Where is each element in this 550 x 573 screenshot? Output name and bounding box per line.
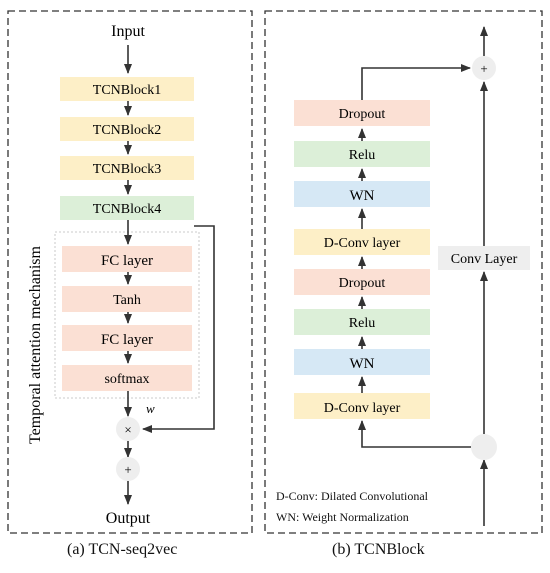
fc-layer1-label: FC layer [101, 253, 153, 269]
tcnblock1-label: TCNBlock1 [93, 83, 161, 98]
dconv-layer1-box [294, 393, 430, 419]
path-dropout-to-add [361, 64, 471, 100]
tcnblock4-label: TCNBlock4 [93, 202, 161, 217]
panel-a-frame [7, 10, 253, 534]
dropout1-box [294, 269, 430, 295]
conv-layer-label: Conv Layer [451, 252, 518, 267]
relu2-box [294, 141, 430, 167]
softmax-box [62, 365, 192, 391]
wn2-box [294, 181, 430, 207]
wn2-label: WN [350, 188, 375, 204]
tcnblock1-box [60, 77, 194, 101]
wn1-box [294, 349, 430, 375]
tcnblock3-box [60, 156, 194, 180]
add-symbol-b: + [480, 61, 487, 76]
dconv-layer2-box [294, 229, 430, 255]
panel-b-tcnblock: Conv Layer + D-Conv layer WN Relu Dropou… [264, 10, 543, 534]
relu1-label: Relu [349, 316, 375, 331]
multiply-node [116, 417, 140, 441]
conv-layer-box [438, 246, 530, 270]
caption-panel-a: (a) TCN-seq2vec [67, 541, 178, 558]
panel-a-tcn-seq2vec: Input TCNBlock1 TCNBlock2 TCNBlock3 TCNB… [7, 10, 253, 534]
dropout2-label: Dropout [339, 107, 386, 122]
add-node-a [116, 457, 140, 481]
fc-layer2-box [62, 325, 192, 351]
dconv-layer1-label: D-Conv layer [324, 401, 401, 416]
tcnblock3-label: TCNBlock3 [93, 162, 161, 177]
output-label: Output [106, 510, 151, 527]
attention-frame [54, 231, 200, 399]
w-label: w [146, 401, 155, 416]
wn1-label: WN [350, 356, 375, 372]
relu2-label: Relu [349, 148, 375, 163]
legend-wn: WN: Weight Normalization [276, 510, 409, 524]
tcnblock2-label: TCNBlock2 [93, 123, 161, 138]
skip-path-to-multiply [142, 225, 215, 433]
fc-layer1-box [62, 246, 192, 272]
add-node-b [472, 56, 496, 80]
tcnblock2-box [60, 117, 194, 141]
legend-dconv: D-Conv: Dilated Convolutional [276, 489, 428, 503]
path-split-to-dconv [358, 420, 471, 448]
caption-panel-b: (b) TCNBlock [332, 541, 425, 558]
add-symbol-a: + [124, 462, 131, 477]
tanh-box [62, 286, 192, 312]
multiply-symbol: × [124, 422, 131, 437]
input-label: Input [111, 23, 145, 40]
dropout2-box [294, 100, 430, 126]
relu1-box [294, 309, 430, 335]
dropout1-label: Dropout [339, 276, 386, 291]
tcnblock4-box [60, 196, 194, 220]
attention-label: Temporal attention mechanism [27, 245, 44, 443]
fc-layer2-label: FC layer [101, 332, 153, 348]
split-node [471, 434, 497, 460]
dconv-layer2-label: D-Conv layer [324, 236, 401, 251]
tanh-label: Tanh [113, 293, 141, 308]
softmax-label: softmax [104, 372, 149, 387]
panel-b-frame [264, 10, 543, 534]
